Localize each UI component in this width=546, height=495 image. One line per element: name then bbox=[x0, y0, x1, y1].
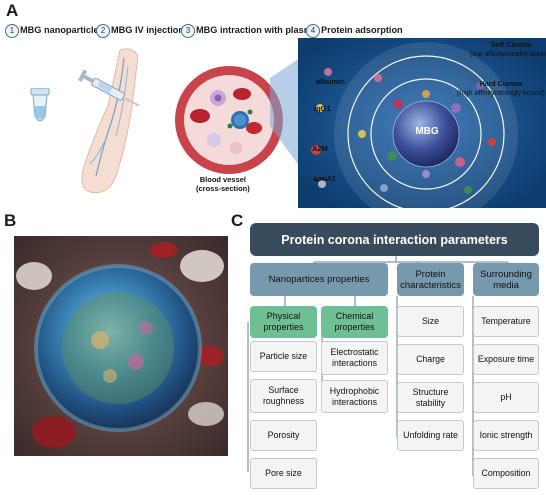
protein-corona-illustration bbox=[298, 38, 546, 208]
panel-c-letter: C bbox=[231, 211, 244, 230]
param-structure-stability: Structure stability bbox=[397, 382, 464, 413]
category-nanoparticle-properties: Nanopartices properties bbox=[250, 263, 388, 296]
param-surface-roughness: Surface roughness bbox=[250, 379, 317, 413]
protein-label-albumin: albumin bbox=[316, 77, 345, 86]
protein-label-apoa1: apoA1 bbox=[313, 174, 336, 183]
param-composition: Composition bbox=[473, 458, 539, 489]
blood-vessel-title: Blood vessel bbox=[199, 175, 247, 184]
subcategory-physical-properties: Physical properties bbox=[250, 306, 317, 338]
step-4-number: 4 bbox=[306, 24, 320, 38]
mbg-core-label: MBG bbox=[415, 126, 439, 137]
param-unfolding-rate: Unfolding rate bbox=[397, 420, 464, 451]
param-size: Size bbox=[397, 306, 464, 337]
step-2-label: MBG IV injection bbox=[111, 25, 184, 35]
hard-corona-title: Hard Corona bbox=[479, 81, 523, 88]
blood-vessel-cross-section bbox=[175, 66, 283, 174]
hard-corona-detail: (high affinity/strongly bound) bbox=[457, 89, 545, 97]
param-porosity: Porosity bbox=[250, 420, 317, 451]
category-protein-characteristics: Protein characteristics bbox=[397, 263, 464, 296]
step-1-number: 1 bbox=[5, 24, 19, 38]
step-3-number: 3 bbox=[181, 24, 195, 38]
step-1-label: MBG nanoparticles bbox=[20, 25, 104, 35]
step-2-number: 2 bbox=[96, 24, 110, 38]
protein-label-igg1: igG1 bbox=[314, 104, 331, 113]
step-4-label: Protein adsorption bbox=[321, 25, 403, 35]
param-ph: pH bbox=[473, 382, 539, 413]
soft-corona-title: Soft Corona bbox=[490, 42, 532, 49]
subcategory-chemical-properties: Chemical properties bbox=[321, 306, 388, 338]
protein-label-a2m: A2M bbox=[312, 144, 328, 153]
category-surrounding-media: Surrounding media bbox=[473, 263, 539, 296]
blood-vessel-label: Blood vessel (cross-section) bbox=[196, 175, 250, 193]
step-3-label: MBG intraction with plasma bbox=[196, 25, 317, 35]
param-exposure-time: Exposure time bbox=[473, 344, 539, 375]
soft-corona-annotation: Soft Corona (low affinity/weakly bound) bbox=[470, 42, 546, 59]
param-hydrophobic-interactions: Hydrophobic interactions bbox=[321, 380, 388, 413]
diagram-title: Protein corona interaction parameters bbox=[250, 223, 539, 256]
param-ionic-strength: Ionic strength bbox=[473, 420, 539, 451]
hard-corona-annotation: Hard Corona (high affinity/strongly boun… bbox=[457, 81, 545, 98]
arm-injection-illustration bbox=[77, 48, 140, 194]
nanoparticle-tube-icon bbox=[30, 88, 50, 122]
panel-a-letter: A bbox=[6, 1, 19, 20]
corona-render-image bbox=[14, 236, 228, 456]
blood-vessel-subtitle: (cross-section) bbox=[196, 183, 250, 193]
param-charge: Charge bbox=[397, 344, 464, 375]
param-electrostatic-interactions: Electrostatic interactions bbox=[321, 341, 388, 375]
panel-b-letter: B bbox=[4, 211, 17, 230]
param-pore-size: Pore size bbox=[250, 458, 317, 489]
soft-corona-detail: (low affinity/weakly bound) bbox=[470, 50, 546, 58]
param-particle-size: Particle size bbox=[250, 341, 317, 372]
param-temperature: Temperature bbox=[473, 306, 539, 337]
